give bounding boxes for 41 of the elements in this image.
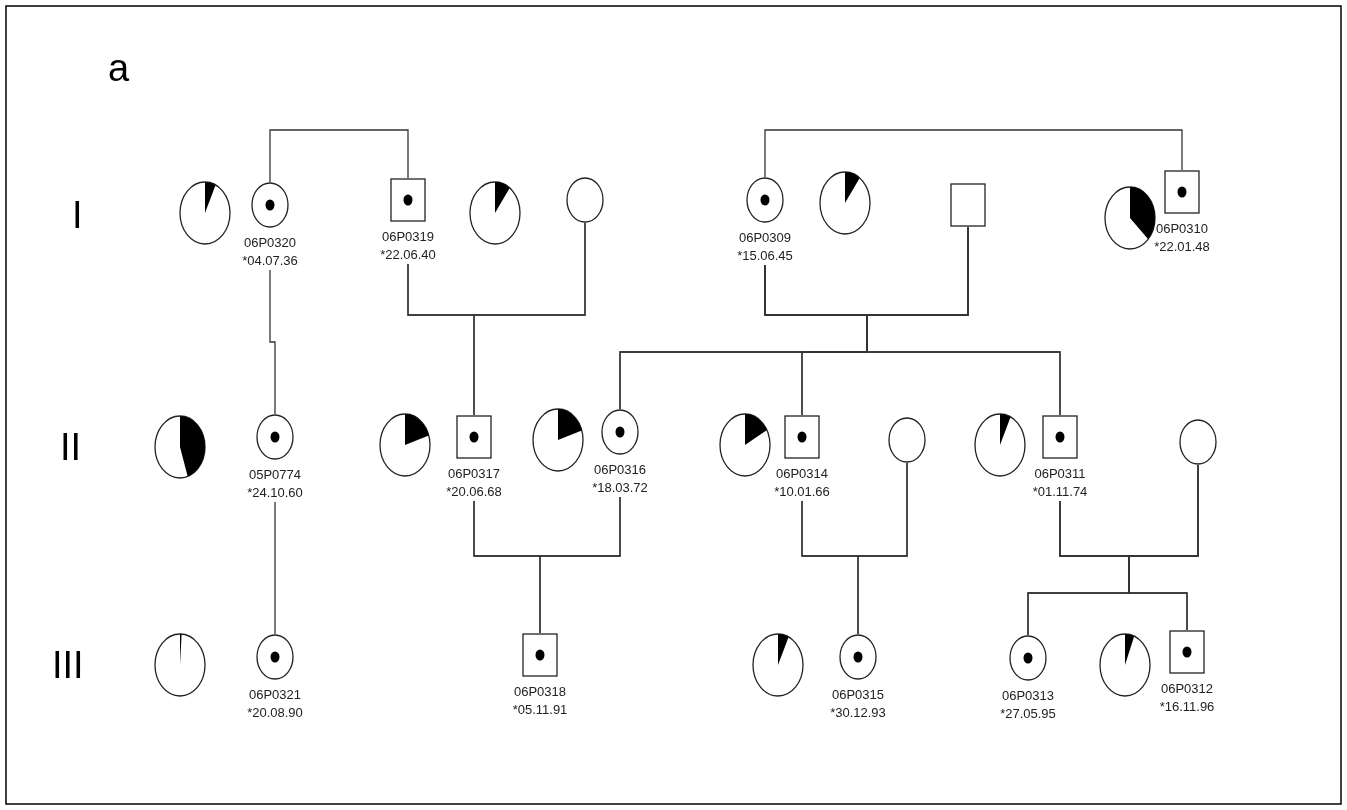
pedigree-line: [764, 129, 1183, 178]
pedigree-line: [473, 222, 586, 416]
sample-id: 06P0321: [247, 686, 303, 704]
generation-numeral: II: [60, 427, 82, 467]
birth-date: *18.03.72: [591, 479, 649, 497]
sample-id: 06P0312: [1159, 680, 1215, 698]
sample-id: 06P0311: [1033, 465, 1087, 483]
sample-id: 06P0320: [242, 234, 298, 252]
birth-date: *20.06.68: [445, 483, 503, 501]
generation-numeral: III: [52, 645, 84, 685]
birth-date: *01.11.74: [1031, 483, 1089, 501]
birth-date: *15.06.45: [736, 247, 794, 265]
sample-id: 06P0319: [380, 228, 436, 246]
generation-numeral: I: [72, 195, 83, 235]
sample-id: 06P0309: [737, 229, 793, 247]
birth-date: *20.08.90: [246, 704, 304, 722]
sample-id: 06P0310: [1154, 220, 1210, 238]
sample-id: 06P0318: [512, 683, 568, 701]
pedigree-line: [866, 226, 1061, 416]
pedigree-line: [1128, 464, 1199, 631]
pedigree-line: [274, 501, 276, 635]
sample-id: 05P0774: [247, 466, 303, 484]
birth-date: *04.07.36: [241, 252, 299, 270]
sample-id: 06P0315: [830, 686, 886, 704]
pedigree-line: [539, 496, 621, 634]
sample-id: 06P0316: [592, 461, 648, 479]
birth-date: *22.01.48: [1153, 238, 1211, 256]
sample-id: 06P0314: [774, 465, 830, 483]
birth-date: *22.06.40: [379, 246, 437, 264]
pedigree-line: [857, 462, 908, 635]
sample-id: 06P0317: [446, 465, 502, 483]
birth-date: *24.10.60: [246, 484, 304, 502]
pedigree-line: [269, 269, 276, 415]
pedigree-line: [269, 129, 409, 183]
birth-date: *05.11.91: [511, 701, 569, 719]
sample-id: 06P0313: [1000, 687, 1056, 705]
birth-date: *16.11.96: [1158, 698, 1216, 716]
birth-date: *30.12.93: [829, 704, 887, 722]
birth-date: *27.05.95: [999, 705, 1057, 723]
birth-date: *10.01.66: [773, 483, 831, 501]
panel-letter: a: [108, 48, 130, 88]
